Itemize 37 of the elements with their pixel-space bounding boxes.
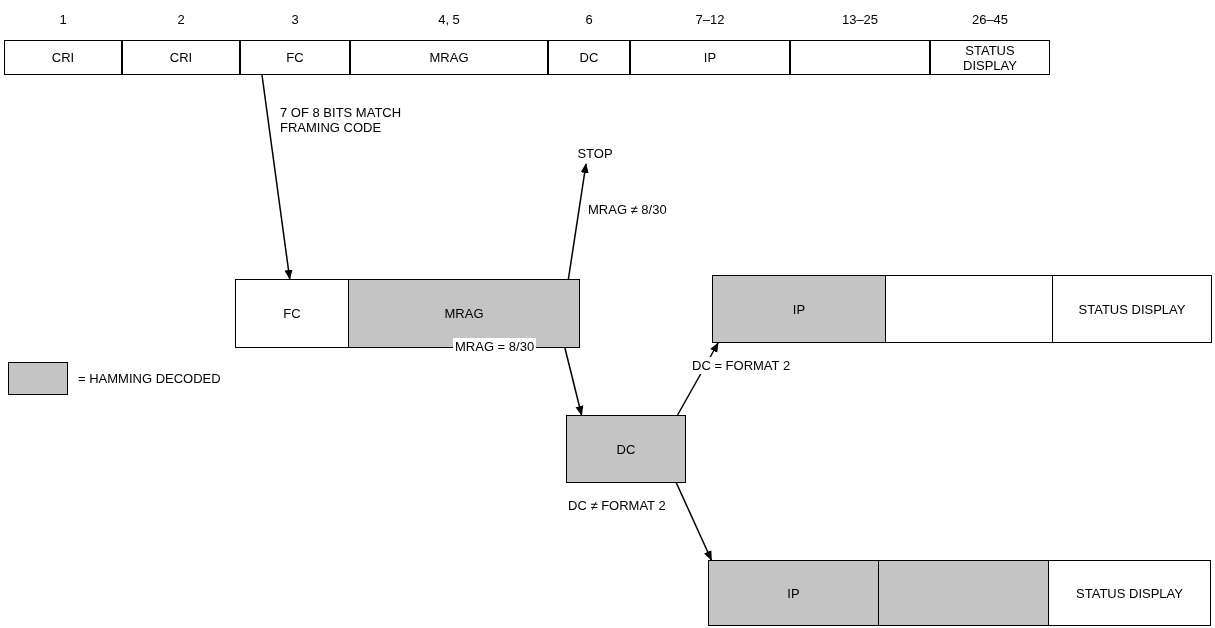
field-label: FC [283,306,301,321]
field-label: CRI [169,50,193,65]
arrow [567,163,589,280]
field-label: MRAG [444,306,484,321]
field-label: FC [286,50,304,65]
decoded-field-cell [708,560,879,626]
field-label: MRAG [429,50,469,65]
field-label: DC [579,50,599,65]
field-label: DC [616,441,636,457]
decoded-field-cell [878,560,1049,626]
byte-number: 7–12 [695,12,725,29]
field-label: IP [792,301,806,317]
field-cell [1048,560,1211,626]
decoded-field-cell [712,275,886,343]
legend-label: = HAMMING DECODED [78,371,221,386]
byte-number: 4, 5 [438,12,460,29]
field-cell [1052,275,1212,343]
byte-number: 13–25 [841,12,879,29]
byte-number: 6 [585,12,593,29]
byte-number: 26–45 [971,12,1009,29]
decoded-field-cell [566,415,686,483]
edge-label: DC = FORMAT 2 [690,357,793,374]
field-label: STATUS DISPLAY [1076,585,1183,601]
arrow [261,74,293,280]
byte-number: 1 [59,12,67,29]
arrow [564,347,584,416]
field-label: IP [787,585,800,601]
arrow [675,482,713,561]
byte-number: 3 [291,12,299,29]
field-label: STATUS DISPLAY [1078,301,1186,317]
field-label: STATUS DISPLAY [962,42,1018,73]
field-label: IP [703,50,717,65]
field-label: CRI [51,50,75,65]
byte-number: 2 [177,12,185,29]
stop-label: STOP [570,146,620,161]
field-cell [235,279,349,348]
field-cell [885,275,1053,343]
